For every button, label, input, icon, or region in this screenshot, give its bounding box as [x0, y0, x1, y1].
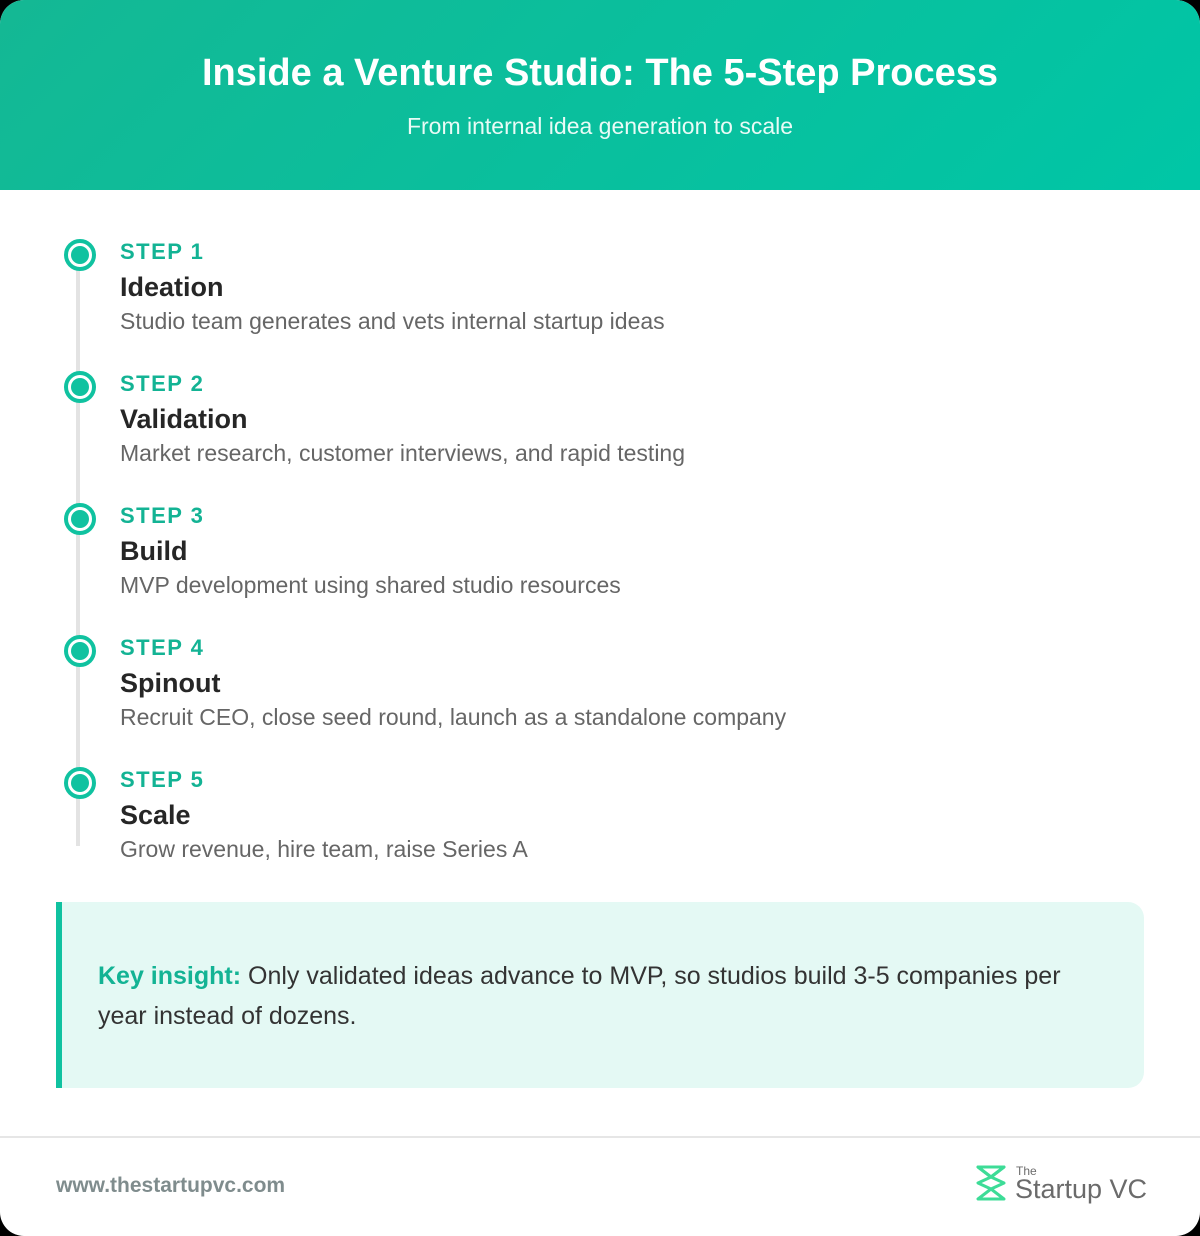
step-name: Build: [120, 536, 188, 566]
step-description: Recruit CEO, close seed round, launch as…: [120, 704, 787, 730]
timeline-step-2: STEP 2 Validation Market research, custo…: [0, 369, 1200, 501]
page-subtitle: From internal idea generation to scale: [406, 113, 794, 139]
header-banner: Inside a Venture Studio: The 5-Step Proc…: [0, 0, 1200, 190]
footer-divider: [0, 1136, 1200, 1138]
brand-logo: The Startup VC: [974, 1162, 1154, 1206]
timeline-step-3: STEP 3 Build MVP development using share…: [0, 501, 1200, 633]
step-description: MVP development using shared studio reso…: [120, 572, 621, 598]
key-insight-callout: Key insight: Only validated ideas advanc…: [56, 902, 1144, 1088]
step-name: Spinout: [120, 668, 221, 698]
timeline-step-5: STEP 5 Scale Grow revenue, hire team, ra…: [0, 765, 1200, 897]
callout-key-label: Key insight:: [98, 962, 242, 990]
step-name: Validation: [120, 404, 248, 434]
step-description: Grow revenue, hire team, raise Series A: [120, 836, 528, 862]
step-marker-icon: [64, 239, 96, 271]
timeline-rail: [76, 258, 80, 846]
page-title: Inside a Venture Studio: The 5-Step Proc…: [201, 52, 999, 94]
callout-body: Only validated ideas advance to MVP, so …: [98, 962, 1061, 1030]
website-link[interactable]: www.thestartupvc.com: [56, 1174, 286, 1197]
step-label: STEP 2: [120, 371, 205, 396]
step-label: STEP 3: [120, 503, 205, 528]
step-label: STEP 5: [120, 767, 205, 792]
timeline-step-1: STEP 1 Ideation Studio team generates an…: [0, 237, 1200, 369]
step-marker-icon: [64, 767, 96, 799]
callout-text: Key insight: Only validated ideas advanc…: [98, 956, 1108, 1036]
timeline-step-4: STEP 4 Spinout Recruit CEO, close seed r…: [0, 633, 1200, 765]
step-name: Ideation: [120, 272, 224, 302]
step-description: Market research, customer interviews, an…: [120, 440, 686, 466]
step-description: Studio team generates and vets internal …: [120, 308, 665, 334]
step-marker-icon: [64, 635, 96, 667]
step-name: Scale: [120, 800, 191, 830]
step-label: STEP 4: [120, 635, 205, 660]
step-marker-icon: [64, 371, 96, 403]
logo-main-text: Startup VC: [1015, 1174, 1148, 1204]
logo-mark-icon: [976, 1165, 1006, 1201]
step-marker-icon: [64, 503, 96, 535]
logo-the-text: The: [1016, 1164, 1037, 1178]
step-label: STEP 1: [120, 239, 205, 264]
